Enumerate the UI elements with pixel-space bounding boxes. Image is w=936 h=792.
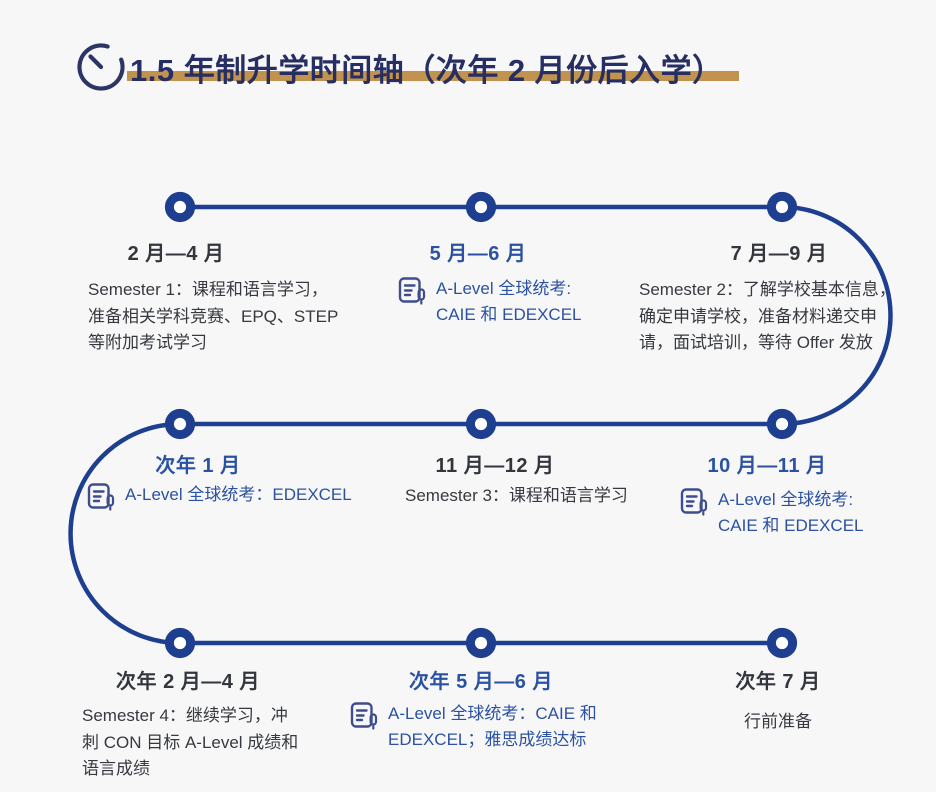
milestone-description: Semester 1：课程和语言学习， 准备相关学科竞赛、EPQ、STEP 等附… bbox=[88, 280, 339, 352]
exam-description: A-Level 全球统考: CAIE 和 EDEXCEL bbox=[436, 279, 582, 324]
exam-registration-icon bbox=[350, 702, 378, 730]
milestone-description: Semester 4：继续学习，冲 刺 CON 目标 A-Level 成绩和 语… bbox=[82, 706, 299, 778]
milestone-description: Semester 2：了解学校基本信息， 确定申请学校，准备材料递交申 请，面试… bbox=[639, 280, 896, 352]
date-label: 5 月—6 月 bbox=[429, 243, 527, 265]
exam-item: A-Level 全球统考: CAIE 和 EDEXCEL bbox=[398, 276, 582, 327]
timeline-node-dot bbox=[465, 191, 497, 223]
date-label: 10 月—11 月 bbox=[707, 455, 827, 477]
milestone-description: 行前准备 bbox=[744, 712, 812, 731]
date-label: 次年 7 月 bbox=[735, 671, 821, 693]
timeline-node-dot bbox=[766, 627, 798, 659]
timeline-node-dot bbox=[465, 627, 497, 659]
exam-description: A-Level 全球统考：EDEXCEL bbox=[125, 485, 352, 504]
exam-item: A-Level 全球统考：EDEXCEL bbox=[87, 482, 352, 513]
exam-registration-icon bbox=[398, 277, 426, 305]
timeline-node-dot bbox=[766, 191, 798, 223]
exam-description: A-Level 全球统考: CAIE 和 EDEXCEL bbox=[718, 490, 864, 535]
date-label: 2 月—4 月 bbox=[127, 243, 225, 265]
timeline-node-dot bbox=[465, 408, 497, 440]
timeline-node-dot bbox=[164, 408, 196, 440]
exam-item: A-Level 全球统考：CAIE 和 EDEXCEL；雅思成绩达标 bbox=[350, 701, 597, 752]
page-title: 1.5 年制升学时间轴（次年 2 月份后入学） bbox=[130, 53, 724, 88]
milestone-description: Semester 3：课程和语言学习 bbox=[405, 486, 628, 505]
exam-registration-icon bbox=[87, 483, 115, 511]
title-underline bbox=[127, 71, 739, 81]
exam-description: A-Level 全球统考：CAIE 和 EDEXCEL；雅思成绩达标 bbox=[388, 704, 597, 749]
date-label: 11 月—12 月 bbox=[435, 455, 555, 477]
clock-icon bbox=[77, 43, 125, 91]
date-label: 次年 5 月—6 月 bbox=[409, 671, 553, 693]
timeline-node-dot bbox=[164, 191, 196, 223]
timeline-node-dot bbox=[766, 408, 798, 440]
date-label: 7 月—9 月 bbox=[730, 243, 828, 265]
date-label: 次年 1 月 bbox=[155, 455, 241, 477]
exam-registration-icon bbox=[680, 488, 708, 516]
timeline-node-dot bbox=[164, 627, 196, 659]
date-label: 次年 2 月—4 月 bbox=[116, 671, 260, 693]
exam-item: A-Level 全球统考: CAIE 和 EDEXCEL bbox=[680, 487, 864, 538]
